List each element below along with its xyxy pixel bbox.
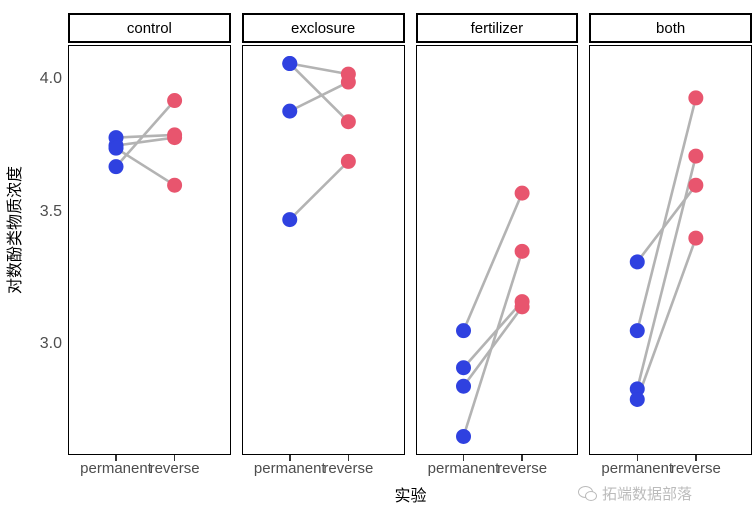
wechat-icon [578,485,597,502]
facet-panel [589,45,752,455]
y-tick-label: 3.5 [39,202,62,220]
x-tick-mark [289,455,291,461]
x-tick-label: permanent [601,460,674,477]
x-tick-mark [636,455,638,461]
facet-panel [415,45,579,455]
x-axis-title: 实验 [394,488,427,505]
x-tick-mark [173,455,176,461]
x-tick-label: reverse [670,460,721,477]
y-axis-ticks: 3.0 3.5 4.0 [22,0,89,517]
x-tick-label: reverse [149,460,200,477]
x-tick-label: permanent [253,460,326,477]
facet-strip-label: fertilizer [415,13,579,43]
y-tick-label: 4.0 [39,70,62,88]
facet-strip-label: both [589,13,752,43]
x-tick-label: permanent [427,460,500,477]
watermark: 拓端数据部落 [578,483,692,504]
facet-strip-label: control [68,13,231,43]
y-tick-label: 3.0 [39,334,62,352]
facet-strip-label: exclosure [241,13,405,43]
x-tick-label: reverse [497,460,548,477]
x-tick-mark [521,455,523,461]
x-tick-label: permanent [80,460,152,477]
x-tick-mark [115,455,117,461]
facet-panel [68,45,231,455]
x-tick-mark [695,455,697,461]
facet-panel [241,45,405,455]
x-tick-mark [347,455,350,461]
x-tick-mark [462,455,465,461]
watermark-text: 拓端数据部落 [602,486,693,503]
x-tick-label: reverse [323,460,374,477]
